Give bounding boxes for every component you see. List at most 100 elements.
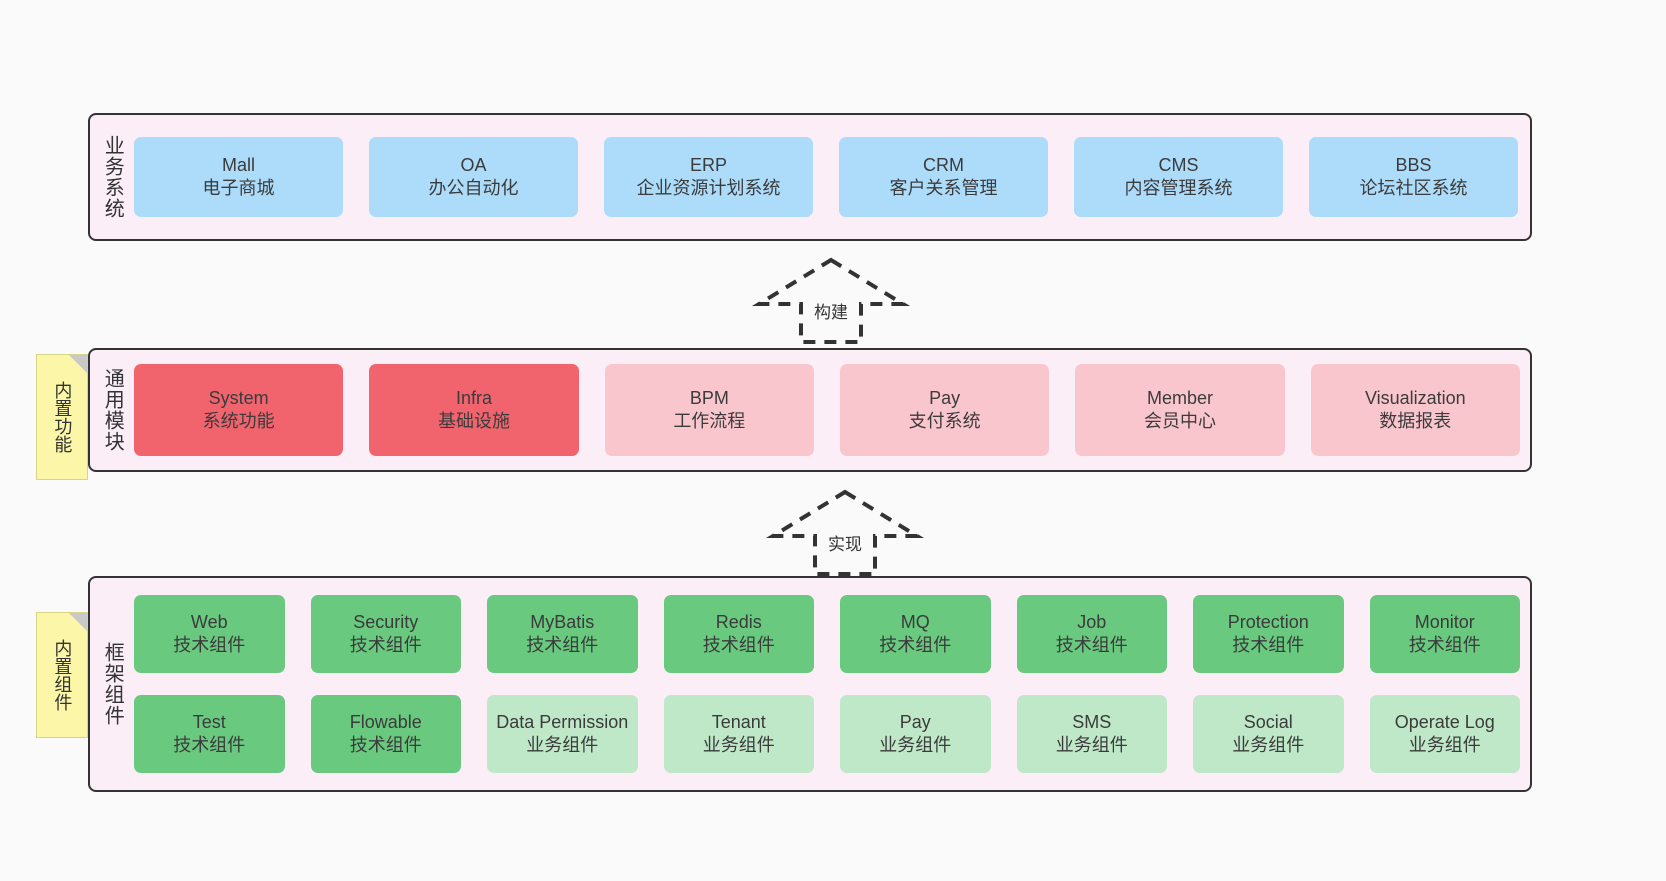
card-member-name: Member <box>1146 387 1213 408</box>
card-flowable[interactable]: Flowable 技术组件 <box>310 695 461 773</box>
card-erp-name: ERP <box>689 154 727 175</box>
card-redis-name: Redis <box>715 611 762 632</box>
card-pay-module[interactable]: Pay 支付系统 <box>839 364 1050 456</box>
card-mall-desc: 电子商城 <box>202 178 275 198</box>
card-infra[interactable]: Infra 基础设施 <box>369 364 579 456</box>
note-builtin-function: 内置功能 <box>36 354 88 480</box>
card-monitor-desc: 技术组件 <box>1408 635 1481 655</box>
card-sms-desc: 业务组件 <box>1055 735 1128 755</box>
card-pay-component-desc: 业务组件 <box>879 735 952 755</box>
card-web[interactable]: Web 技术组件 <box>134 595 285 673</box>
arrow-build-label: 构建 <box>812 298 850 323</box>
layer-business-body: Mall 电子商城 OA 办公自动化 ERP 企业资源计划系统 CRM 客户关系… <box>134 115 1530 239</box>
layer-business-system: 业务系统 Mall 电子商城 OA 办公自动化 ERP 企业资源计划系统 CRM… <box>88 113 1532 241</box>
card-member-desc: 会员中心 <box>1143 411 1216 431</box>
card-mq[interactable]: MQ 技术组件 <box>840 595 991 673</box>
card-infra-desc: 基础设施 <box>437 411 510 431</box>
card-job[interactable]: Job 技术组件 <box>1016 595 1167 673</box>
layer-common-module: 通用模块 System 系统功能 Infra 基础设施 BPM 工作流程 Pay… <box>88 348 1532 472</box>
note-fold-icon <box>69 613 87 631</box>
note-builtin-function-label: 内置功能 <box>52 381 73 453</box>
card-mall[interactable]: Mall 电子商城 <box>134 137 343 217</box>
card-crm-name: CRM <box>923 154 964 175</box>
card-sms-name: SMS <box>1072 711 1112 732</box>
card-monitor-name: Monitor <box>1414 611 1475 632</box>
card-infra-name: Infra <box>455 387 492 408</box>
layer-business-title: 业务系统 <box>101 135 124 219</box>
card-tenant-desc: 业务组件 <box>702 735 775 755</box>
layer-common-title: 通用模块 <box>101 368 124 452</box>
card-monitor[interactable]: Monitor 技术组件 <box>1369 595 1520 673</box>
card-member[interactable]: Member 会员中心 <box>1075 364 1285 456</box>
card-social-desc: 业务组件 <box>1232 735 1305 755</box>
card-flowable-name: Flowable <box>349 711 422 732</box>
card-system-desc: 系统功能 <box>202 411 275 431</box>
card-pay-module-name: Pay <box>929 387 961 408</box>
card-visualization-desc: 数据报表 <box>1379 411 1452 431</box>
card-bpm[interactable]: BPM 工作流程 <box>604 364 814 456</box>
card-redis[interactable]: Redis 技术组件 <box>663 595 814 673</box>
card-protection[interactable]: Protection 技术组件 <box>1193 595 1344 673</box>
card-cms-desc: 内容管理系统 <box>1124 178 1233 198</box>
card-pay-module-desc: 支付系统 <box>908 411 981 431</box>
card-erp[interactable]: ERP 企业资源计划系统 <box>604 137 813 217</box>
card-data-permission[interactable]: Data Permission 业务组件 <box>487 695 638 773</box>
card-oa[interactable]: OA 办公自动化 <box>369 137 578 217</box>
arrow-implement-shape <box>765 489 925 576</box>
card-protection-name: Protection <box>1227 611 1309 632</box>
card-bpm-desc: 工作流程 <box>673 411 746 431</box>
card-mybatis-desc: 技术组件 <box>526 635 599 655</box>
framework-rows: Web 技术组件 Security 技术组件 MyBatis 技术组件 Redi… <box>134 595 1520 773</box>
card-test-desc: 技术组件 <box>173 735 246 755</box>
note-fold-icon <box>69 355 87 373</box>
arrow-implement-label: 实现 <box>826 530 864 555</box>
card-social-name: Social <box>1243 711 1293 732</box>
card-security[interactable]: Security 技术组件 <box>310 595 461 673</box>
card-tenant[interactable]: Tenant 业务组件 <box>663 695 814 773</box>
business-card-row: Mall 电子商城 OA 办公自动化 ERP 企业资源计划系统 CRM 客户关系… <box>134 137 1518 217</box>
card-mall-name: Mall <box>221 154 255 175</box>
card-system-name: System <box>208 387 269 408</box>
layer-framework-body: Web 技术组件 Security 技术组件 MyBatis 技术组件 Redi… <box>134 578 1530 790</box>
card-operate-log-name: Operate Log <box>1394 711 1495 732</box>
card-sms[interactable]: SMS 业务组件 <box>1016 695 1167 773</box>
framework-row-bottom: Test 技术组件 Flowable 技术组件 Data Permission … <box>134 695 1520 773</box>
card-bpm-name: BPM <box>689 387 729 408</box>
card-cms[interactable]: CMS 内容管理系统 <box>1074 137 1283 217</box>
card-job-desc: 技术组件 <box>1055 635 1128 655</box>
card-flowable-desc: 技术组件 <box>349 735 422 755</box>
card-bbs-desc: 论坛社区系统 <box>1359 178 1468 198</box>
card-pay-component-name: Pay <box>899 711 931 732</box>
card-protection-desc: 技术组件 <box>1232 635 1305 655</box>
card-pay-component[interactable]: Pay 业务组件 <box>840 695 991 773</box>
arrow-implement: 实现 <box>765 489 925 576</box>
card-security-name: Security <box>353 611 419 632</box>
note-builtin-component: 内置组件 <box>36 612 88 738</box>
layer-common-body: System 系统功能 Infra 基础设施 BPM 工作流程 Pay 支付系统… <box>134 350 1530 470</box>
card-security-desc: 技术组件 <box>349 635 422 655</box>
card-web-desc: 技术组件 <box>173 635 246 655</box>
note-builtin-component-label: 内置组件 <box>52 639 73 711</box>
card-tenant-name: Tenant <box>711 711 766 732</box>
card-mq-desc: 技术组件 <box>879 635 952 655</box>
card-mybatis[interactable]: MyBatis 技术组件 <box>487 595 638 673</box>
arrow-build: 构建 <box>751 257 911 344</box>
card-bbs[interactable]: BBS 论坛社区系统 <box>1309 137 1518 217</box>
card-mybatis-name: MyBatis <box>530 611 595 632</box>
card-mq-name: MQ <box>900 611 930 632</box>
card-test[interactable]: Test 技术组件 <box>134 695 285 773</box>
arrow-build-shape <box>751 257 911 344</box>
card-operate-log[interactable]: Operate Log 业务组件 <box>1369 695 1520 773</box>
card-visualization[interactable]: Visualization 数据报表 <box>1310 364 1520 456</box>
framework-row-top: Web 技术组件 Security 技术组件 MyBatis 技术组件 Redi… <box>134 595 1520 673</box>
card-data-permission-name: Data Permission <box>496 711 629 732</box>
common-card-row: System 系统功能 Infra 基础设施 BPM 工作流程 Pay 支付系统… <box>134 364 1520 456</box>
card-web-name: Web <box>190 611 228 632</box>
card-operate-log-desc: 业务组件 <box>1408 735 1481 755</box>
card-social[interactable]: Social 业务组件 <box>1193 695 1344 773</box>
card-crm[interactable]: CRM 客户关系管理 <box>839 137 1048 217</box>
card-system[interactable]: System 系统功能 <box>134 364 344 456</box>
layer-framework-title: 框架组件 <box>101 642 124 726</box>
layer-framework-component: 框架组件 Web 技术组件 Security 技术组件 MyBatis 技术组件 <box>88 576 1532 792</box>
